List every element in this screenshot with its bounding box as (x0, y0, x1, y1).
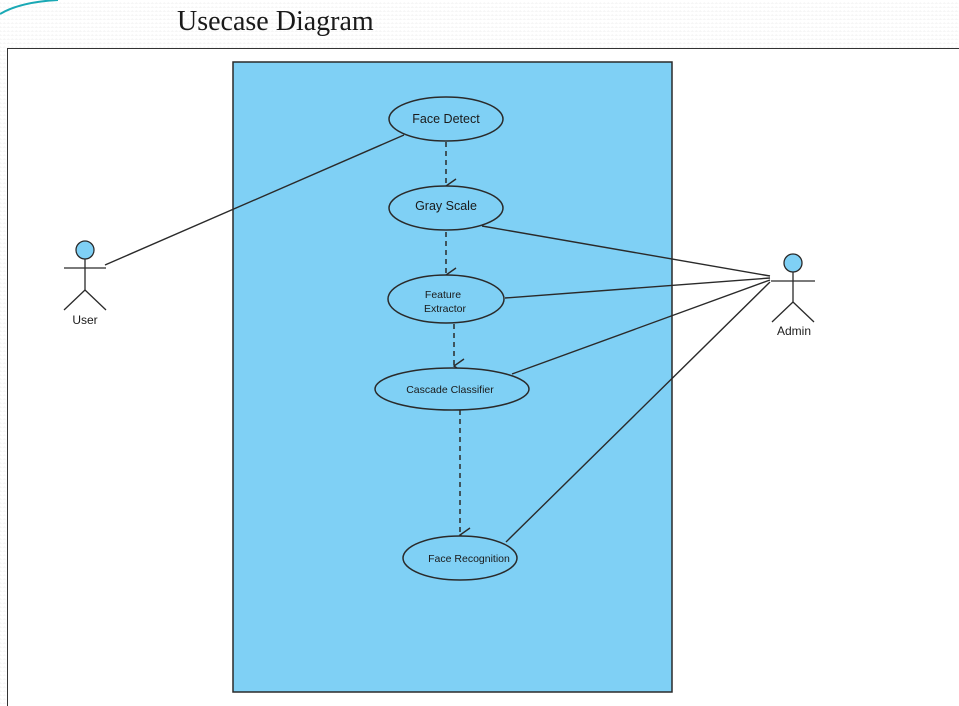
actor-admin-head (783, 253, 803, 273)
association-user-face-detect (104, 134, 405, 266)
usecase-face-recognition-label: Face Recognition (428, 553, 510, 565)
usecase-cascade-classifier[interactable]: Cascade Classifier (374, 367, 530, 411)
association-admin-face-recognition (505, 281, 771, 543)
actor-user-label: User (72, 313, 97, 327)
usecase-feature-extractor-label-line2: Extractor (424, 303, 467, 315)
actor-user-leg-right (84, 289, 107, 311)
decorative-swoosh (0, 0, 59, 15)
usecase-face-recognition[interactable]: Face Recognition (402, 535, 518, 581)
association-admin-cascade-classifier (511, 279, 771, 375)
actor-user-head (75, 240, 95, 260)
association-admin-gray-scale (481, 225, 771, 277)
usecase-gray-scale-label: Gray Scale (415, 199, 477, 213)
actor-admin[interactable]: Admin (771, 253, 815, 338)
actor-admin-leg-left (771, 301, 794, 323)
usecase-cascade-classifier-label: Cascade Classifier (406, 384, 494, 396)
usecase-face-detect-label: Face Detect (412, 112, 480, 126)
actor-admin-leg-right (792, 301, 815, 323)
usecase-face-detect[interactable]: Face Detect (388, 96, 504, 142)
usecase-feature-extractor-label-line1: Feature (425, 289, 461, 301)
association-admin-feature-extractor (504, 277, 771, 299)
usecase-gray-scale[interactable]: Gray Scale (388, 185, 504, 231)
actor-user-leg-left (63, 289, 86, 311)
actor-admin-label: Admin (777, 324, 811, 338)
actor-user[interactable]: User (63, 240, 107, 327)
slide-title: Usecase Diagram (177, 6, 374, 37)
usecase-feature-extractor[interactable]: Feature Extractor (387, 274, 505, 324)
